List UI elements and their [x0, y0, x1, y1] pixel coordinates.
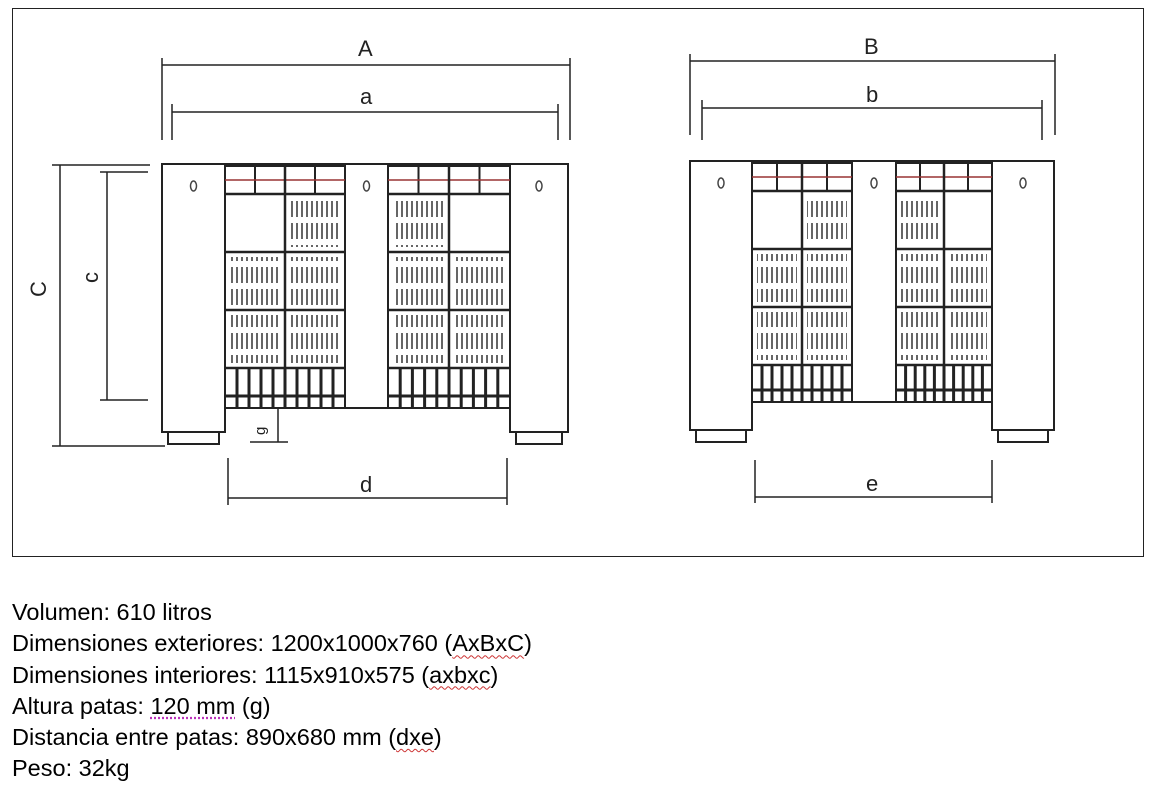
- dim-b: [701, 100, 1043, 140]
- grid-cell: [949, 196, 987, 244]
- post-hole: [189, 180, 198, 192]
- post-hole: [870, 177, 878, 189]
- leg: [997, 429, 1049, 443]
- grid-cell: [757, 312, 797, 360]
- dim-e: [754, 460, 993, 503]
- grid-cell: [393, 257, 444, 305]
- grid-cell: [807, 196, 847, 244]
- specifications: Volumen: 610 litros Dimensiones exterior…: [12, 597, 532, 785]
- grid-cell: [757, 254, 797, 302]
- left-post: [161, 163, 226, 433]
- label-c: c: [78, 272, 103, 283]
- spec-legs: Altura patas: 120 mm (g): [12, 692, 271, 719]
- grid-cell: [807, 312, 847, 360]
- post-hole: [1019, 177, 1027, 189]
- grid-cell: [454, 315, 505, 363]
- side-view: [689, 160, 1055, 443]
- label-B: B: [864, 34, 879, 59]
- front-view: [161, 163, 569, 445]
- dim-C: [52, 164, 165, 447]
- grid-cell: [454, 257, 505, 305]
- label-A: A: [358, 36, 373, 61]
- grid-cell: [230, 315, 280, 363]
- right-post: [991, 160, 1055, 431]
- dimension-lines: [52, 54, 1056, 505]
- diagram-frame: [12, 8, 1144, 557]
- grid-cell: [393, 199, 444, 247]
- label-b: b: [866, 82, 878, 107]
- dim-g: [250, 408, 288, 443]
- dim-B: [689, 54, 1056, 135]
- grid-cell: [230, 199, 280, 247]
- spec-volume: Volumen: 610 litros: [12, 599, 212, 625]
- pallet-box-diagram: A a B b C c d e g: [26, 34, 1056, 505]
- right-post: [509, 163, 569, 433]
- grid-cell: [290, 315, 340, 363]
- dim-d: [227, 458, 508, 505]
- grid-cell: [757, 196, 797, 244]
- leg: [167, 431, 220, 445]
- grid-cell: [807, 254, 847, 302]
- center-post: [851, 160, 897, 403]
- grid-cell: [949, 254, 987, 302]
- spec-interior: Dimensiones interiores: 1115x910x575 (ax…: [12, 661, 499, 688]
- post-hole: [535, 180, 543, 192]
- label-e: e: [866, 471, 878, 496]
- center-post: [344, 163, 389, 409]
- spec-exterior: Dimensiones exteriores: 1200x1000x760 (A…: [12, 630, 532, 657]
- label-d: d: [360, 472, 372, 497]
- left-post: [689, 160, 753, 431]
- spec-leg-distance: Distancia entre patas: 890x680 mm (dxe): [12, 724, 442, 751]
- dim-c: [100, 171, 148, 401]
- grid-cell: [290, 257, 340, 305]
- grid-cell: [290, 199, 340, 247]
- grid-cell: [901, 254, 939, 302]
- grid-cell: [230, 257, 280, 305]
- label-a: a: [360, 84, 373, 109]
- post-hole: [362, 180, 371, 192]
- grid-cell: [901, 196, 939, 244]
- label-g: g: [252, 427, 269, 435]
- grid-cell: [454, 199, 505, 247]
- spec-weight: Peso: 32kg: [12, 755, 130, 782]
- leg: [695, 429, 747, 443]
- grid-cell: [901, 312, 939, 360]
- label-C: C: [26, 281, 51, 297]
- grid-cell: [949, 312, 987, 360]
- dim-A: [161, 58, 571, 140]
- dim-a: [171, 104, 559, 140]
- post-hole: [717, 177, 725, 189]
- leg: [515, 431, 563, 445]
- grid-cell: [393, 315, 444, 363]
